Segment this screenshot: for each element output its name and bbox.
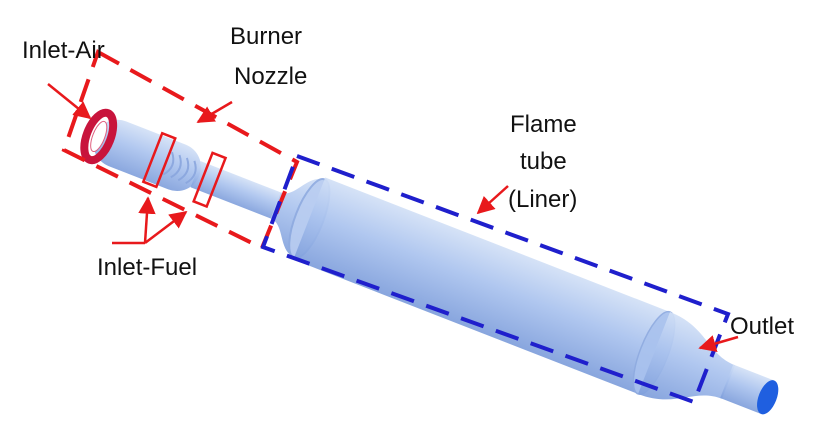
- fuel-inlet-1: [141, 131, 177, 189]
- callout-arrows: [47, 83, 739, 353]
- label-burner: Burner: [230, 23, 302, 50]
- label-inlet-air: Inlet-Air: [22, 37, 105, 64]
- label-inlet-fuel: Inlet-Fuel: [97, 254, 197, 281]
- inlet-air-ring: [80, 108, 118, 165]
- arrow-inlet-air: [47, 83, 92, 120]
- label-outlet: Outlet: [730, 313, 794, 340]
- arrow-liner: [476, 185, 509, 215]
- inlet-air-hole: [90, 120, 108, 153]
- label-nozzle: Nozzle: [234, 63, 307, 90]
- combustor-body: [80, 108, 779, 415]
- inlet-section: [93, 119, 201, 191]
- label-tube: tube: [520, 148, 567, 175]
- outlet-face: [757, 380, 779, 415]
- label-liner: (Liner): [508, 186, 577, 213]
- fuel-inlet-2: [192, 151, 228, 209]
- nozzle-section: [190, 161, 281, 219]
- arrow-fuel-b: [144, 210, 188, 244]
- outlet-cone: [638, 311, 736, 400]
- liner-tube: [293, 177, 670, 394]
- arrow-fuel-a: [138, 196, 156, 244]
- arrow-burner: [196, 100, 233, 124]
- liner-box: [260, 153, 731, 405]
- arrow-outlet: [698, 335, 739, 353]
- swirler: [162, 151, 197, 185]
- label-flame: Flame: [510, 111, 577, 138]
